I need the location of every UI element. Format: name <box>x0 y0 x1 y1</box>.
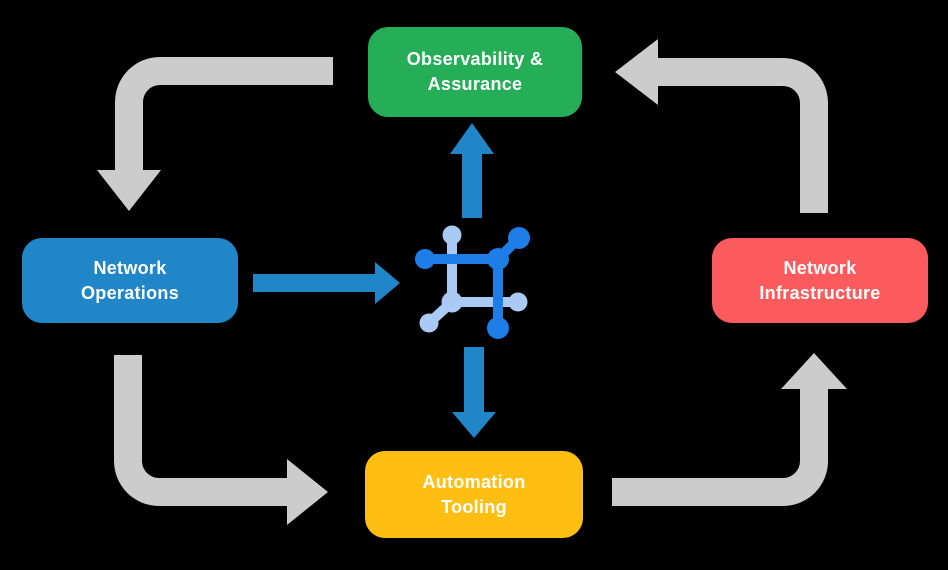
node-label-line: Automation <box>422 471 526 492</box>
node-observability-assurance: Observability & Assurance <box>368 27 582 117</box>
arrow-infrastructure-to-observability <box>615 39 828 213</box>
node-label-line: Network <box>783 257 857 278</box>
node-label-line: Assurance <box>427 74 523 94</box>
icon-light-nodes <box>419 225 528 333</box>
node-network-operations: Network Operations <box>22 238 238 323</box>
arrow-operations-to-automation <box>114 355 328 525</box>
arrow-operations-to-center <box>253 262 400 304</box>
node-label-line: Observability & <box>406 49 544 70</box>
icon-dark-nodes <box>415 227 530 339</box>
node-automation-tooling: Automation Tooling <box>365 451 583 538</box>
arrow-automation-to-infrastructure <box>612 353 847 506</box>
node-label-line: Operations <box>80 282 180 303</box>
arrow-center-to-automation <box>452 347 496 438</box>
network-automation-icon <box>415 225 530 339</box>
node-label-line: Infrastructure <box>759 282 881 303</box>
node-network-infrastructure: Network Infrastructure <box>712 238 928 323</box>
arrow-center-to-observability <box>450 123 494 218</box>
node-label-line: Tooling <box>441 496 507 517</box>
arrow-observability-to-operations <box>97 57 333 211</box>
node-label-line: Network <box>93 257 167 278</box>
